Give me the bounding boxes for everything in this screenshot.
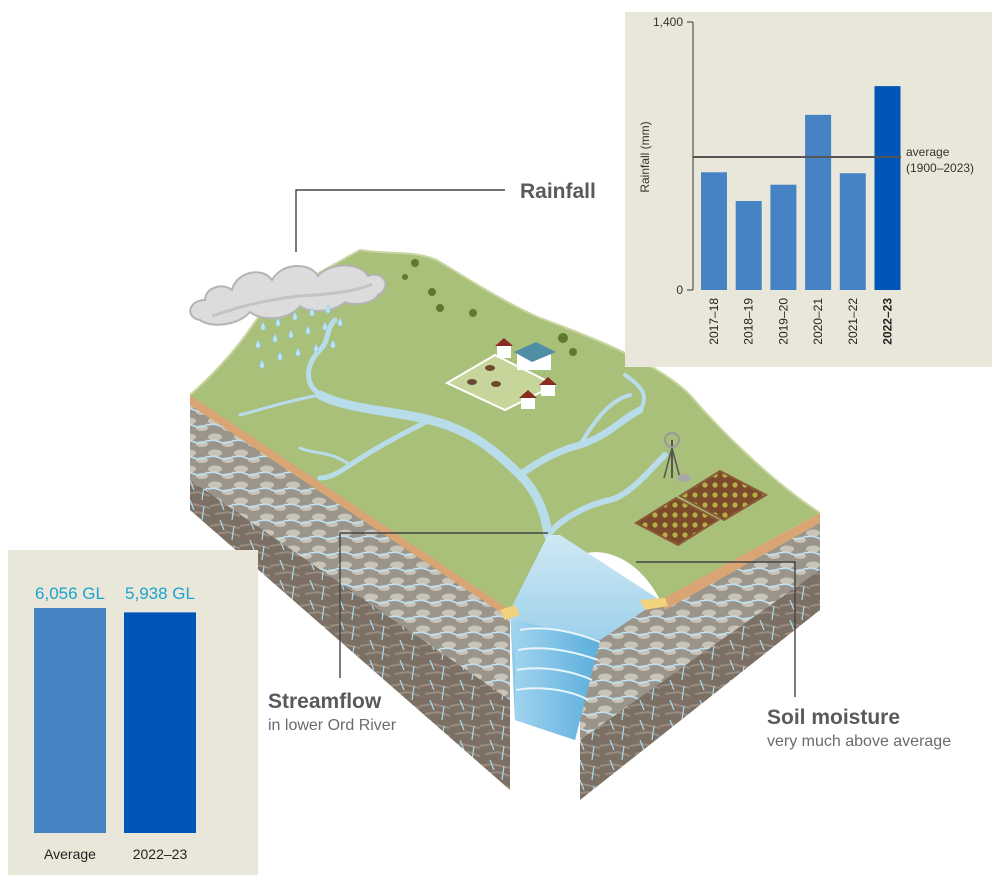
rainfall-chart: Rainfall (mm) 1,400 0 2017–18 2018–19 2019…: [638, 15, 974, 345]
average-label: average: [906, 145, 950, 159]
rainfall-bar-2022–23: [874, 86, 901, 290]
rain-drops: [255, 304, 343, 369]
streamflow-x-labels: Average 2022–23: [44, 846, 187, 862]
rainfall-x-label-2017–18: 2017–18: [707, 298, 721, 345]
river-network: [238, 317, 668, 540]
streamflow-sublabel: in lower Ord River: [268, 717, 397, 734]
rainfall-bar-2021–22: [839, 173, 866, 290]
rainfall-x-label-2020–21: 2020–21: [811, 298, 825, 345]
rainfall-chart-panel: Rainfall (mm) 1,400 0 2017–18 2018–19 2019…: [625, 12, 992, 367]
rainfall-bars: [701, 86, 901, 290]
rainfall-label: Rainfall: [520, 180, 596, 203]
rainfall-bar-2018–19: [735, 200, 762, 290]
rainfall-bar-2019–20: [770, 184, 797, 290]
leader-lines: [295, 189, 796, 697]
streamflow-bar-2022–23: [124, 612, 196, 833]
rainfall-y-axis-label: Rainfall (mm): [638, 121, 652, 192]
streamflow-chart: 6,056 GL 5,938 GL Average 2022–23: [34, 584, 196, 862]
streamflow-bars: [34, 608, 196, 833]
streamflow-x-label-2022–23: 2022–23: [133, 846, 188, 862]
left-cross-section: [190, 395, 512, 790]
soil-moisture-label: Soil moisture: [767, 706, 901, 729]
rainfall-y-tick-bottom: 0: [676, 283, 683, 297]
rainfall-bar-2017–18: [701, 172, 727, 290]
average-period-label: (1900–2023): [906, 161, 974, 175]
crop-fields: [633, 432, 769, 547]
rain-cloud: [189, 264, 387, 326]
streamflow-chart-panel: 6,056 GL 5,938 GL Average 2022–23: [8, 550, 258, 875]
rainfall-y-tick-top: 1,400: [653, 15, 683, 29]
trees: [402, 259, 577, 356]
rainfall-x-label-2022–23: 2022–23: [881, 298, 895, 345]
streamflow-value-label-2022–23: 5,938 GL: [125, 584, 195, 603]
rainfall-x-labels: 2017–18 2018–19 2019–20 2020–21 2021–22 2022–…: [707, 298, 895, 345]
soil-moisture-sublabel: very much above average: [767, 733, 952, 750]
rainfall-x-label-2018–19: 2018–19: [742, 298, 756, 345]
streamflow-value-label-Average: 6,056 GL: [35, 584, 105, 603]
streamflow-label: Streamflow: [268, 690, 382, 713]
river-mouth: [500, 535, 668, 740]
rainfall-bar-2020–21: [805, 114, 832, 290]
streamflow-x-label-Average: Average: [44, 846, 96, 862]
streamflow-bar-Average: [34, 608, 106, 833]
rainfall-x-label-2021–22: 2021–22: [846, 298, 860, 345]
rainfall-x-label-2019–20: 2019–20: [776, 298, 790, 345]
farm: [444, 338, 558, 412]
streamflow-value-labels: 6,056 GL 5,938 GL: [35, 584, 195, 603]
